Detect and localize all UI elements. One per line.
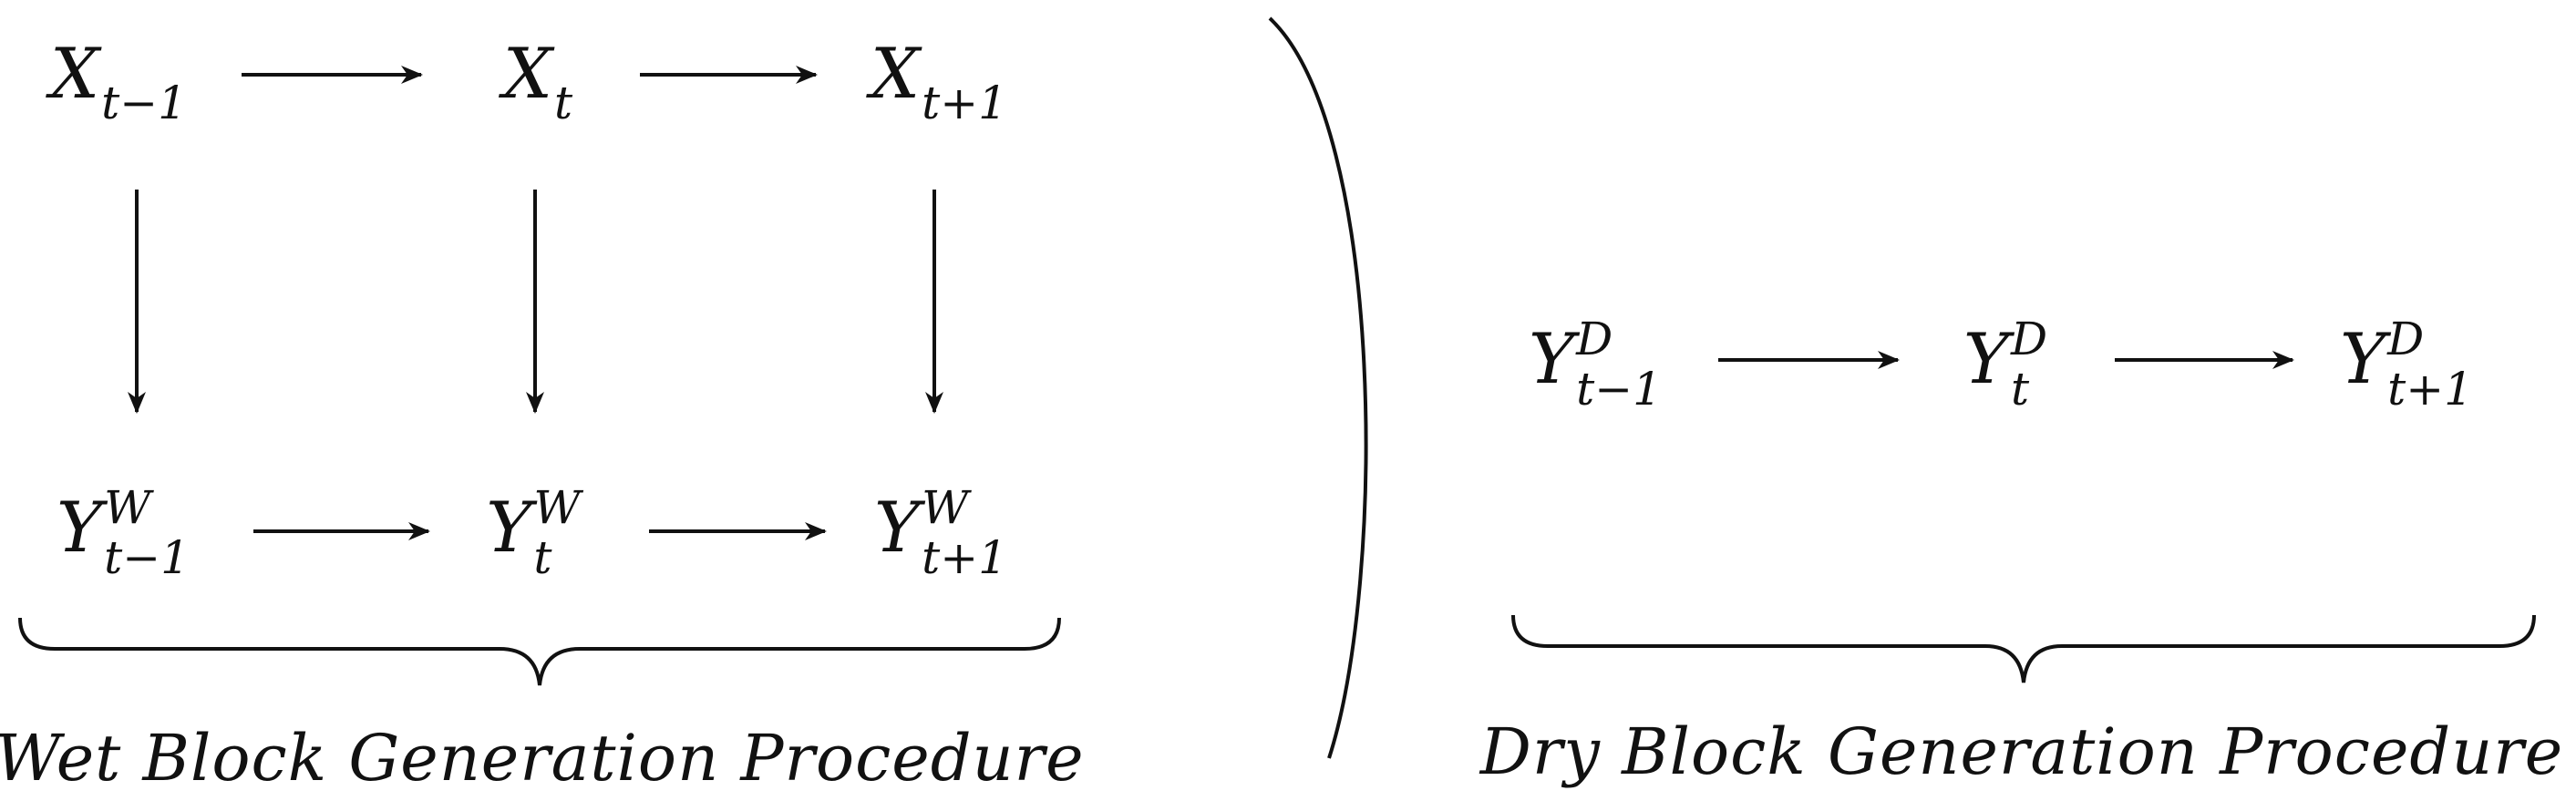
node-x-t-plus-1: Xt+1: [871, 32, 1007, 129]
dry-brace: [1511, 614, 2536, 683]
node-x-t: Xt: [502, 32, 573, 129]
wet-block-caption: Wet Block Generation Procedure: [0, 721, 1085, 796]
separator-curve: [1268, 16, 1368, 759]
wet-brace: [18, 617, 1061, 686]
node-x-t-minus-1: Xt−1: [50, 32, 187, 129]
dry-block-caption: Dry Block Generation Procedure: [1479, 714, 2564, 789]
